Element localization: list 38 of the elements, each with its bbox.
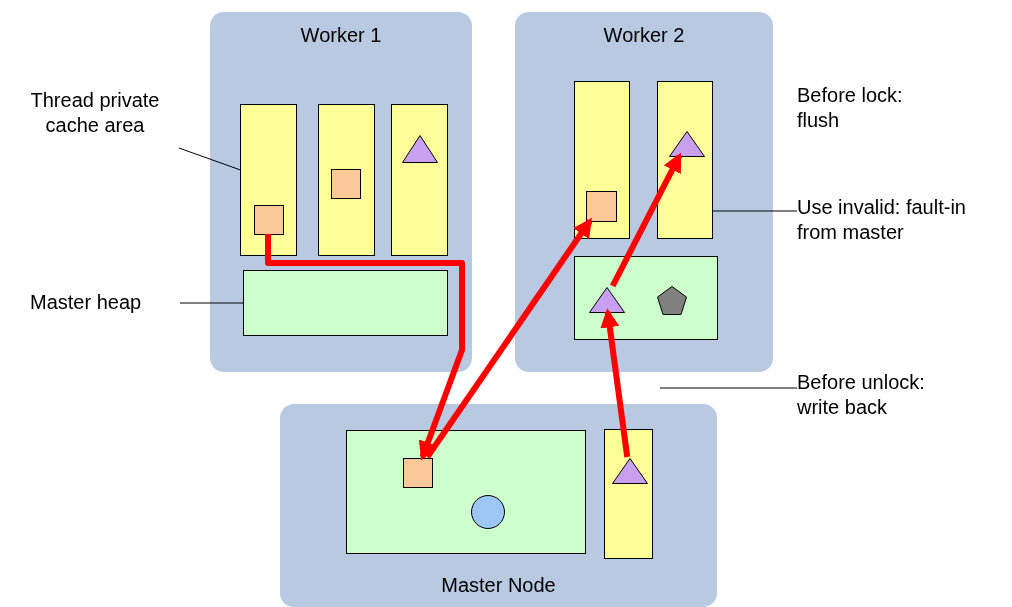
- panel-title: Master Node: [441, 574, 556, 597]
- square-marker: [331, 169, 361, 199]
- storage-area: [604, 429, 653, 559]
- node-panel: [515, 12, 773, 372]
- storage-area: [346, 430, 586, 554]
- storage-area: [391, 104, 448, 256]
- arrow: [610, 152, 682, 288]
- storage-area: [240, 104, 297, 256]
- circle-marker: [471, 495, 505, 529]
- leader-line: [659, 387, 798, 389]
- note-text: Before lock: flush: [797, 83, 904, 133]
- arrow: [424, 217, 593, 459]
- arrow: [600, 308, 631, 458]
- square-marker: [586, 191, 617, 222]
- square-marker: [403, 458, 433, 488]
- storage-area: [657, 81, 713, 239]
- panel-title: Worker 2: [603, 24, 685, 47]
- node-panel: [210, 12, 472, 372]
- triangle-marker: [402, 135, 438, 163]
- annotation-text: Before unlock: write back: [797, 370, 967, 420]
- triangle-marker: [669, 131, 705, 157]
- storage-area: [318, 104, 375, 256]
- panel-title: Worker 1: [300, 24, 382, 47]
- leader-line: [712, 210, 798, 212]
- annotation-text: Thread private cache area: [10, 88, 180, 138]
- storage-area: [574, 256, 718, 340]
- storage-area: [243, 270, 448, 336]
- leader-line: [179, 302, 244, 304]
- node-panel: [280, 404, 717, 607]
- triangle-marker: [589, 287, 625, 313]
- triangle-marker: [612, 458, 648, 484]
- square-marker: [254, 205, 284, 235]
- annotation-text: Master heap: [30, 290, 180, 315]
- arrow: [265, 234, 465, 461]
- annotation-text: Use invalid: fault-in from master: [797, 195, 1009, 245]
- leader-line: [178, 147, 241, 171]
- pentagon-marker: [657, 286, 687, 315]
- storage-area: [574, 81, 630, 239]
